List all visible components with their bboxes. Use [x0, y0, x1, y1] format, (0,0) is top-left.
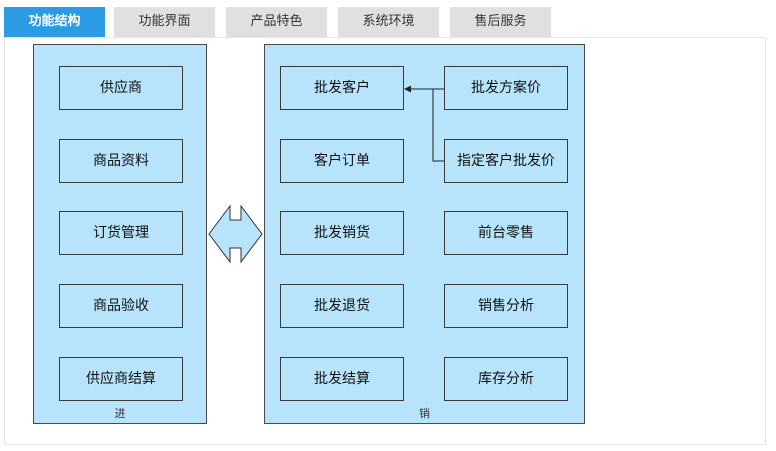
- node-sales-analysis: 销售分析: [444, 284, 568, 328]
- node-wholesale-customer: 批发客户: [280, 66, 404, 110]
- node-product-info: 商品资料: [59, 139, 183, 183]
- node-customer-specific-price: 指定客户批发价: [444, 139, 568, 183]
- sales-group-label: 销: [419, 407, 430, 420]
- node-wholesale-return: 批发退货: [280, 284, 404, 328]
- node-supplier: 供应商: [59, 66, 183, 110]
- tab-function-structure[interactable]: 功能结构: [4, 7, 105, 37]
- tab-after-sales-service[interactable]: 售后服务: [450, 7, 551, 37]
- tab-system-environment[interactable]: 系统环境: [338, 7, 439, 37]
- connector-from-specific-price: [432, 89, 444, 162]
- node-order-management: 订货管理: [59, 211, 183, 255]
- node-supplier-settlement: 供应商结算: [59, 357, 183, 401]
- tab-function-interface[interactable]: 功能界面: [114, 7, 215, 37]
- purchase-group-label: 进: [114, 407, 126, 420]
- node-front-retail: 前台零售: [444, 211, 568, 255]
- node-inventory-analysis: 库存分析: [444, 357, 568, 401]
- node-wholesale-settlement: 批发结算: [280, 357, 404, 401]
- node-customer-order: 客户订单: [280, 139, 404, 183]
- node-goods-inspection: 商品验收: [59, 284, 183, 328]
- node-wholesale-pricing-plan: 批发方案价: [444, 66, 568, 110]
- tab-product-features[interactable]: 产品特色: [226, 7, 327, 37]
- node-wholesale-sales: 批发销货: [280, 211, 404, 255]
